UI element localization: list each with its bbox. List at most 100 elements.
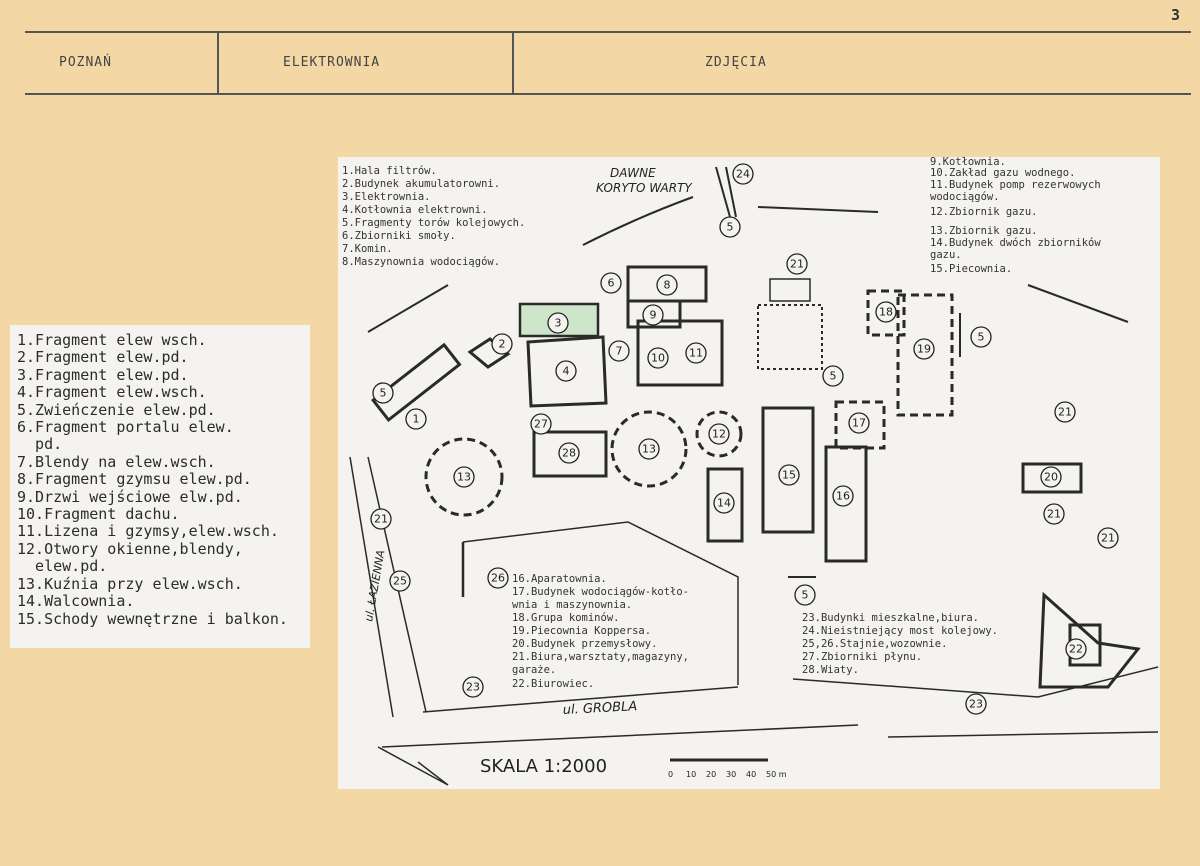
map-marker: 3 [547, 312, 569, 334]
header-divider [217, 33, 219, 93]
header-divider [512, 33, 514, 93]
svg-text:19.Piecownia Koppersa.: 19.Piecownia Koppersa. [512, 625, 651, 637]
map-marker-number: 21 [374, 513, 388, 526]
map-marker: 25 [389, 570, 411, 592]
map-marker-circle [370, 508, 392, 530]
map-marker-circle [389, 570, 411, 592]
map-marker: 12 [708, 423, 730, 445]
river-label: KORYTO WARTY [596, 181, 693, 195]
map-marker: 19 [913, 338, 935, 360]
map-marker-number: 23 [466, 681, 480, 694]
svg-text:5.Fragmenty torów kolejowych.: 5.Fragmenty torów kolejowych. [342, 217, 525, 229]
map-marker: 14 [713, 492, 735, 514]
map-marker-number: 12 [712, 428, 726, 441]
map-marker-circle [647, 347, 669, 369]
map-marker: 23 [965, 693, 987, 715]
svg-text:11.Budynek pomp rezerwowych: 11.Budynek pomp rezerwowych [930, 179, 1101, 191]
map-marker: 16 [832, 485, 854, 507]
svg-text:0: 0 [668, 770, 673, 779]
legend-item: 4.Fragment elew.wsch. [17, 383, 207, 402]
legend-item: pd. [17, 435, 63, 454]
photo-legend-card: 1.Fragment elew wsch. 2.Fragment elew.pd… [10, 325, 310, 648]
map-marker-circle [372, 382, 394, 404]
legend-item: elew.pd. [17, 557, 108, 576]
map-marker-circle [713, 492, 735, 514]
map-marker-number: 21 [1047, 508, 1061, 521]
street-label-grobla: ul. GROBLA [562, 699, 637, 718]
map-marker-number: 24 [736, 168, 750, 181]
svg-text:17.Budynek wodociągów-kotło-: 17.Budynek wodociągów-kotło- [512, 586, 689, 598]
map-marker-circle [462, 676, 484, 698]
map-marker: 21 [786, 253, 808, 275]
map-marker-number: 13 [457, 471, 471, 484]
map-marker-number: 27 [534, 418, 548, 431]
map-marker: 15 [778, 464, 800, 486]
map-marker: 1 [405, 408, 427, 430]
svg-text:50 m: 50 m [766, 770, 787, 779]
legend-item: 2.Fragment elew.pd. [17, 348, 189, 367]
map-marker: 4 [555, 360, 577, 382]
map-marker-circle [732, 163, 754, 185]
map-marker-number: 16 [836, 490, 850, 503]
map-marker-number: 5 [830, 370, 837, 383]
map-marker: 2 [491, 333, 513, 355]
map-marker-circle [600, 272, 622, 294]
svg-text:1.Hala filtrów.: 1.Hala filtrów. [342, 165, 437, 177]
map-marker-number: 22 [1069, 643, 1083, 656]
svg-text:30: 30 [726, 770, 736, 779]
map-marker: 21 [1043, 503, 1065, 525]
map-marker-circle [832, 485, 854, 507]
svg-text:27.Zbiorniki płynu.: 27.Zbiorniki płynu. [802, 651, 922, 663]
svg-text:28.Wiaty.: 28.Wiaty. [802, 664, 859, 676]
map-marker: 11 [685, 342, 707, 364]
svg-text:wodociągów.: wodociągów. [930, 191, 1000, 203]
map-marker-circle [965, 693, 987, 715]
legend-item: 10.Fragment dachu. [17, 505, 180, 524]
map-legend-bottom-middle: 16.Aparatownia. 17.Budynek wodociągów-ko… [512, 573, 689, 690]
map-marker: 5 [372, 382, 394, 404]
map-marker-circle [656, 274, 678, 296]
map-marker: 21 [1054, 401, 1076, 423]
map-marker-number: 21 [790, 258, 804, 271]
map-marker-number: 5 [978, 331, 985, 344]
scale-label: SKALA 1:2000 [480, 756, 607, 777]
map-marker: 8 [656, 274, 678, 296]
map-marker-number: 3 [555, 317, 562, 330]
map-marker-circle [719, 216, 741, 238]
map-marker: 23 [462, 676, 484, 698]
map-marker-circle [708, 423, 730, 445]
map-marker: 28 [558, 442, 580, 464]
map-marker-number: 5 [802, 589, 809, 602]
map-marker-circle [1097, 527, 1119, 549]
map-marker-circle [848, 412, 870, 434]
svg-text:15.Piecownia.: 15.Piecownia. [930, 263, 1012, 275]
map-marker: 17 [848, 412, 870, 434]
legend-item: 3.Fragment elew.pd. [17, 365, 189, 384]
map-marker-number: 28 [562, 447, 576, 460]
map-marker: 20 [1040, 466, 1062, 488]
svg-text:gazu.: gazu. [930, 249, 962, 261]
svg-text:25,26.Stajnie,wozownie.: 25,26.Stajnie,wozownie. [802, 638, 947, 650]
legend-item: 15.Schody wewnętrzne i balkon. [17, 609, 288, 628]
map-marker-number: 20 [1044, 471, 1058, 484]
map-marker-number: 5 [380, 387, 387, 400]
map-marker: 6 [600, 272, 622, 294]
map-marker: 7 [608, 340, 630, 362]
header-city: POZNAŃ [59, 55, 112, 70]
map-marker: 13 [453, 466, 475, 488]
map-marker: 5 [794, 584, 816, 606]
legend-item: 11.Lizena i gzymsy,elew.wsch. [17, 522, 279, 541]
map-marker: 18 [875, 301, 897, 323]
svg-text:2.Budynek akumulatorowni.: 2.Budynek akumulatorowni. [342, 178, 500, 190]
svg-text:4.Kotłownia elektrowni.: 4.Kotłownia elektrowni. [342, 204, 487, 216]
map-marker-circle [608, 340, 630, 362]
svg-text:garaże.: garaże. [512, 664, 556, 676]
scale-ticks: 0 10 20 30 40 50 m [668, 770, 787, 779]
map-marker-number: 13 [642, 443, 656, 456]
map-marker: 22 [1065, 638, 1087, 660]
svg-text:10: 10 [686, 770, 696, 779]
map-marker: 5 [970, 326, 992, 348]
map-marker: 13 [638, 438, 660, 460]
